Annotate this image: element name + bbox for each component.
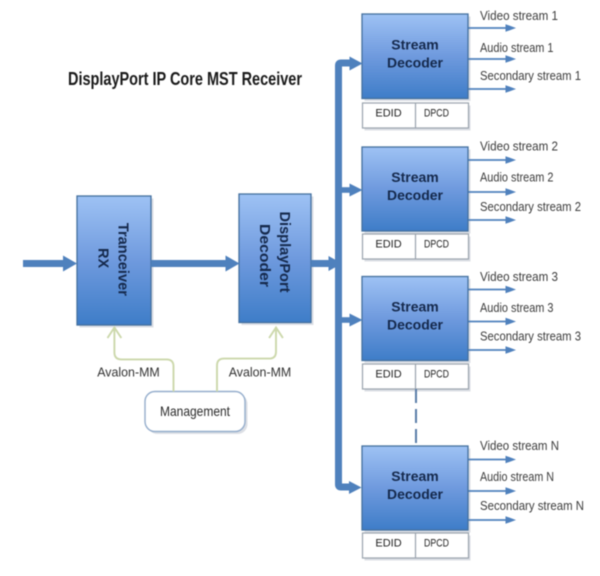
svg-text:Management: Management [160,403,230,419]
svg-text:Avalon-MM: Avalon-MM [97,365,160,380]
svg-text:Audio stream 3: Audio stream 3 [480,300,554,315]
svg-text:Decoder: Decoder [387,55,444,71]
svg-text:Secondary stream 1: Secondary stream 1 [480,68,581,83]
svg-text:Stream: Stream [391,299,438,315]
svg-text:RX: RX [95,248,111,268]
svg-text:DisplayPort: DisplayPort [276,212,292,293]
svg-text:Audio stream 1: Audio stream 1 [480,40,554,55]
svg-text:Video stream 1: Video stream 1 [480,8,558,23]
svg-text:Secondary stream N: Secondary stream N [480,498,584,513]
svg-text:EDID: EDID [375,108,401,120]
svg-text:DPCD: DPCD [424,369,449,381]
svg-text:Video stream 3: Video stream 3 [480,269,558,284]
svg-text:Video stream 2: Video stream 2 [480,139,558,154]
svg-text:Stream: Stream [391,37,438,53]
svg-text:Secondary stream 2: Secondary stream 2 [480,199,581,214]
svg-text:DisplayPort IP Core MST Receiv: DisplayPort IP Core MST Receiver [68,68,302,89]
svg-text:Tranceiver: Tranceiver [115,223,131,296]
svg-text:Stream: Stream [391,468,438,484]
svg-text:Audio stream N: Audio stream N [480,469,554,484]
svg-text:Decoder: Decoder [387,486,444,502]
svg-text:Decoder: Decoder [256,224,272,287]
svg-text:DPCD: DPCD [424,538,449,550]
svg-text:Stream: Stream [391,169,438,185]
svg-text:EDID: EDID [375,369,401,381]
svg-text:Decoder: Decoder [387,187,444,203]
svg-text:Decoder: Decoder [387,317,444,333]
svg-text:EDID: EDID [375,538,401,550]
svg-text:EDID: EDID [375,239,401,251]
svg-text:DPCD: DPCD [424,239,449,251]
svg-text:Video stream N: Video stream N [480,438,559,453]
svg-text:Audio stream 2: Audio stream 2 [480,170,554,185]
svg-text:Secondary stream 3: Secondary stream 3 [480,329,581,344]
svg-text:DPCD: DPCD [424,108,449,120]
svg-text:Avalon-MM: Avalon-MM [229,365,292,380]
